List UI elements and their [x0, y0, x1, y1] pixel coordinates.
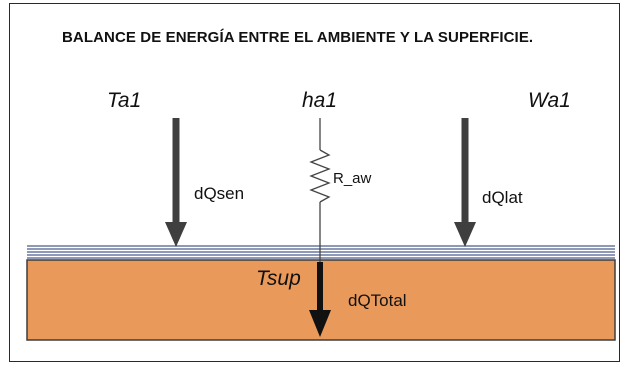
- label-r-aw: R_aw: [333, 170, 372, 187]
- resistance-symbol: [309, 118, 331, 262]
- label-ta1: Ta1: [107, 89, 142, 112]
- diagram-title: BALANCE DE ENERGÍA ENTRE EL AMBIENTE Y L…: [62, 29, 534, 46]
- label-tsup: Tsup: [256, 267, 301, 290]
- label-dqtotal: dQTotal: [348, 291, 407, 310]
- arrow-dqlat: [454, 118, 476, 247]
- label-ha1: ha1: [302, 89, 338, 112]
- water-film-layer: [27, 245, 615, 259]
- label-wa1: Wa1: [528, 89, 571, 112]
- arrow-dqtotal: [309, 262, 331, 337]
- label-dqsen: dQsen: [194, 184, 245, 203]
- arrow-dqsen: [165, 118, 187, 247]
- label-dqlat: dQlat: [482, 188, 523, 207]
